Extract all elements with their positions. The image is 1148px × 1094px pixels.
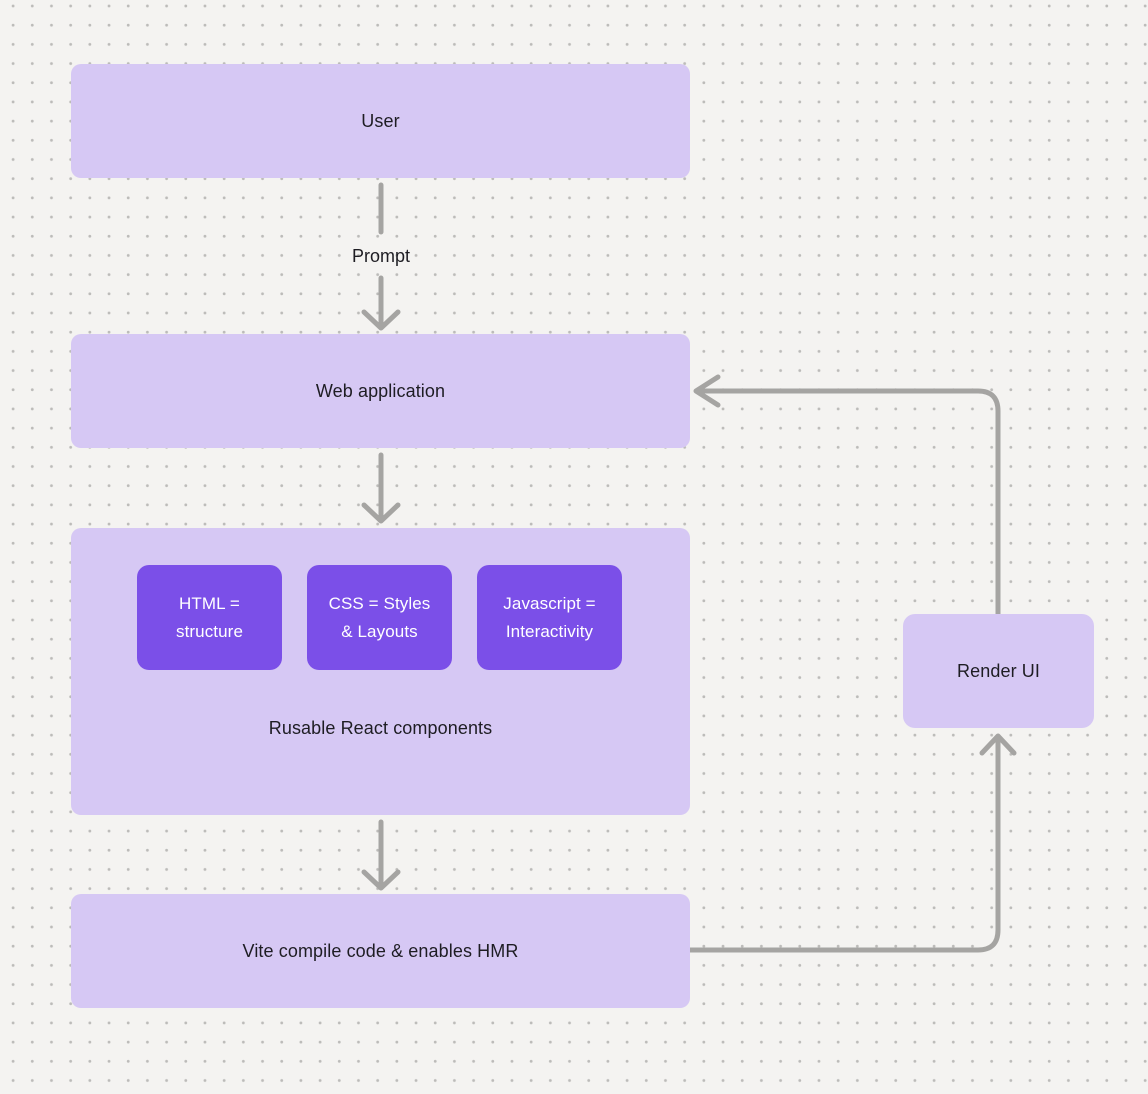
arrowhead-down-vite xyxy=(361,869,401,891)
node-css-label-line1: CSS = Styles xyxy=(328,593,431,613)
node-vite[interactable]: Vite compile code & enables HMR xyxy=(71,894,690,1008)
arrowhead-left-webapp xyxy=(693,374,721,408)
node-html[interactable]: HTML = structure xyxy=(137,565,282,670)
node-css[interactable]: CSS = Styles & Layouts xyxy=(307,565,452,670)
edge-label-prompt: Prompt xyxy=(351,246,411,266)
node-web-application-label: Web application xyxy=(315,380,446,401)
node-css-label-line2: & Layouts xyxy=(341,621,418,641)
node-render-ui[interactable]: Render UI xyxy=(903,614,1094,728)
node-javascript-label-line1: Javascript = xyxy=(503,593,596,613)
arrowhead-down-webapp xyxy=(361,309,401,331)
node-react-components-group[interactable]: HTML = structure CSS = Styles & Layouts … xyxy=(71,528,690,815)
node-html-label-line1: HTML = xyxy=(179,593,240,613)
node-render-ui-label: Render UI xyxy=(957,660,1040,681)
node-vite-label: Vite compile code & enables HMR xyxy=(242,940,519,961)
node-html-label-line2: structure xyxy=(175,621,244,641)
edge-vite-to-render xyxy=(687,738,1001,953)
arrowhead-up-render xyxy=(979,733,1017,756)
node-web-application[interactable]: Web application xyxy=(71,334,690,448)
arrowhead-down-components xyxy=(361,502,401,524)
node-user-label: User xyxy=(361,110,400,131)
node-react-components-caption: Rusable React components xyxy=(268,718,493,738)
node-user[interactable]: User xyxy=(71,64,690,178)
node-javascript-label-line2: Interactivity xyxy=(505,621,594,641)
edge-render-to-webapp xyxy=(698,388,1001,617)
node-javascript[interactable]: Javascript = Interactivity xyxy=(477,565,622,670)
